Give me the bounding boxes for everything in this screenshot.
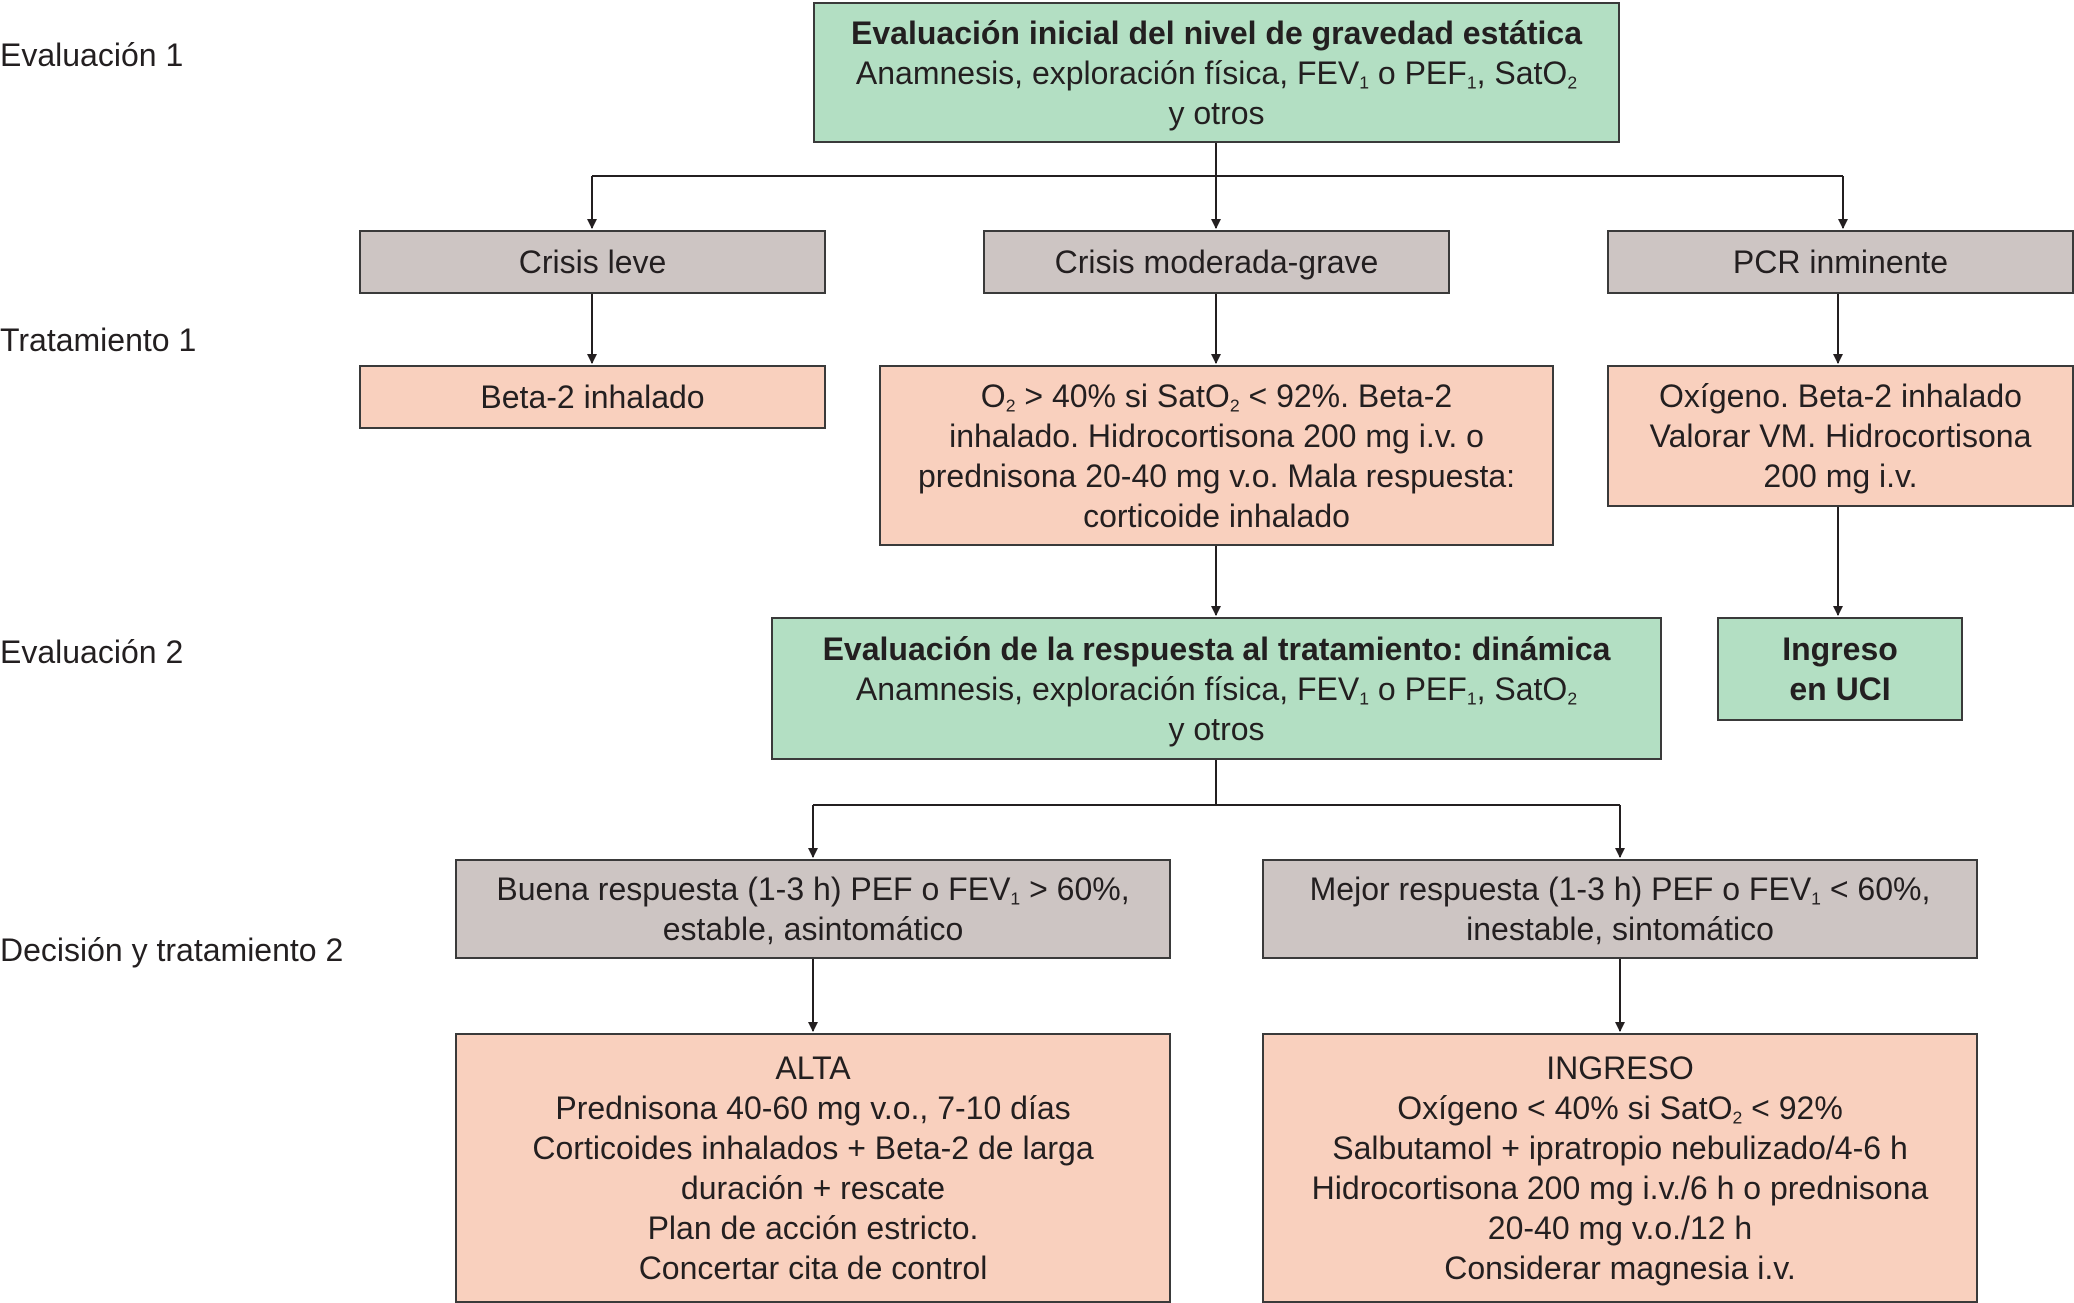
- subscript: 1: [1359, 71, 1369, 92]
- stage-label-evaluacion-1: Evaluación 1: [0, 37, 184, 73]
- treatment-pcr-line: Valorar VM. Hidrocortisona: [1649, 418, 2032, 454]
- initial-evaluation-title: Evaluación inicial del nivel de gravedad…: [851, 14, 1582, 51]
- discharge-line: Prednisona 40-60 mg v.o., 7-10 días: [555, 1090, 1071, 1126]
- stage-label-evaluacion-2: Evaluación 2: [0, 634, 184, 670]
- crisis-leve-box: Crisis leve: [359, 230, 826, 294]
- detail-text: o PEF: [1369, 670, 1467, 707]
- admission-title: INGRESO: [1546, 1050, 1694, 1086]
- detail-text: Buena respuesta (1-3 h) PEF o FEV: [496, 871, 1011, 907]
- discharge-line: duración + rescate: [680, 1170, 946, 1206]
- subscript: 1: [1359, 687, 1369, 708]
- detail-text: Anamnesis, exploración física, FEV: [855, 670, 1360, 707]
- detail-text: < 92%: [1742, 1090, 1843, 1126]
- subscript: 2: [1567, 687, 1578, 708]
- treatment-pcr-line: 200 mg i.v.: [1763, 458, 1918, 494]
- discharge-line: Concertar cita de control: [638, 1250, 988, 1286]
- stage-label-decision-2: Decisión y tratamiento 2: [0, 932, 344, 968]
- detail-text: Anamnesis, exploración física, FEV: [855, 54, 1360, 91]
- admission-line: Considerar magnesia i.v.: [1444, 1250, 1796, 1286]
- detail-text: o PEF: [1369, 54, 1467, 91]
- treatment-moderada-line: inhalado. Hidrocortisona 200 mg i.v. o: [949, 417, 1484, 454]
- initial-evaluation-detail: Anamnesis, exploración física, FEV1 o PE…: [856, 53, 1577, 93]
- treatment-leve-text: Beta-2 inhalado: [480, 379, 705, 415]
- response-evaluation-detail: Anamnesis, exploración física, FEV1 o PE…: [856, 669, 1577, 709]
- uci-admission-box: Ingreso en UCI: [1717, 617, 1963, 721]
- admission-line: Hidrocortisona 200 mg i.v./6 h o prednis…: [1311, 1170, 1929, 1206]
- discharge-line: Corticoides inhalados + Beta-2 de larga: [532, 1130, 1094, 1166]
- detail-text: > 40% si SatO: [1015, 377, 1230, 414]
- discharge-box: ALTA Prednisona 40-60 mg v.o., 7-10 días…: [455, 1033, 1171, 1303]
- treatment-moderada-box: O2 > 40% si SatO2 < 92%. Beta-2 inhalado…: [879, 365, 1554, 546]
- subscript: 2: [1229, 394, 1240, 415]
- treatment-leve-box: Beta-2 inhalado: [359, 365, 826, 429]
- treatment-moderada-line: O2 > 40% si SatO2 < 92%. Beta-2: [981, 376, 1452, 416]
- detail-text: < 60%,: [1820, 871, 1931, 907]
- admission-line: Oxígeno < 40% si SatO2 < 92%: [1397, 1088, 1843, 1128]
- subscript: 1: [1466, 71, 1477, 92]
- admission-box: INGRESO Oxígeno < 40% si SatO2 < 92% Sal…: [1262, 1033, 1978, 1303]
- good-response-line: Buena respuesta (1-3 h) PEF o FEV1 > 60%…: [496, 869, 1129, 909]
- subscript: 2: [1567, 71, 1578, 92]
- subscript: 2: [1005, 394, 1016, 415]
- detail-text: , SatO: [1476, 670, 1568, 707]
- detail-text: , SatO: [1476, 54, 1568, 91]
- discharge-title: ALTA: [775, 1050, 851, 1086]
- treatment-pcr-line: Oxígeno. Beta-2 inhalado: [1659, 378, 2022, 414]
- pcr-inminente-box: PCR inminente: [1607, 230, 2074, 294]
- initial-evaluation-others: y otros: [1168, 94, 1265, 131]
- detail-text: O: [980, 377, 1006, 414]
- pcr-inminente-label: PCR inminente: [1732, 244, 1949, 280]
- good-response-line: estable, asintomático: [662, 911, 964, 947]
- response-evaluation-box: Evaluación de la respuesta al tratamient…: [771, 617, 1662, 760]
- subscript: 1: [1811, 888, 1821, 909]
- detail-text: Mejor respuesta (1-3 h) PEF o FEV: [1309, 871, 1812, 907]
- treatment-moderada-line: prednisona 20-40 mg v.o. Mala respuesta:: [917, 457, 1516, 494]
- detail-text: > 60%,: [1020, 871, 1130, 907]
- better-response-line: Mejor respuesta (1-3 h) PEF o FEV1 < 60%…: [1310, 869, 1931, 909]
- response-evaluation-others: y otros: [1168, 710, 1265, 747]
- subscript: 2: [1732, 1107, 1743, 1128]
- good-response-box: Buena respuesta (1-3 h) PEF o FEV1 > 60%…: [455, 859, 1171, 959]
- crisis-moderada-label: Crisis moderada-grave: [1054, 244, 1379, 280]
- admission-line: Salbutamol + ipratropio nebulizado/4-6 h: [1332, 1130, 1908, 1166]
- uci-line: en UCI: [1789, 671, 1891, 707]
- discharge-line: Plan de acción estricto.: [647, 1210, 979, 1246]
- admission-line: 20-40 mg v.o./12 h: [1487, 1210, 1753, 1246]
- response-evaluation-title: Evaluación de la respuesta al tratamient…: [822, 630, 1611, 667]
- crisis-moderada-box: Crisis moderada-grave: [983, 230, 1450, 294]
- treatment-pcr-box: Oxígeno. Beta-2 inhalado Valorar VM. Hid…: [1607, 365, 2074, 507]
- treatment-moderada-line: corticoide inhalado: [1083, 497, 1350, 534]
- detail-text: < 92%. Beta-2: [1239, 377, 1453, 414]
- crisis-leve-label: Crisis leve: [518, 244, 667, 280]
- better-response-box: Mejor respuesta (1-3 h) PEF o FEV1 < 60%…: [1262, 859, 1978, 959]
- stage-label-tratamiento-1: Tratamiento 1: [0, 322, 197, 358]
- subscript: 1: [1466, 687, 1477, 708]
- uci-line: Ingreso: [1782, 631, 1898, 667]
- better-response-line: inestable, sintomático: [1466, 911, 1774, 947]
- initial-evaluation-box: Evaluación inicial del nivel de gravedad…: [813, 2, 1620, 143]
- subscript: 1: [1010, 888, 1021, 909]
- detail-text: Oxígeno < 40% si SatO: [1397, 1090, 1733, 1126]
